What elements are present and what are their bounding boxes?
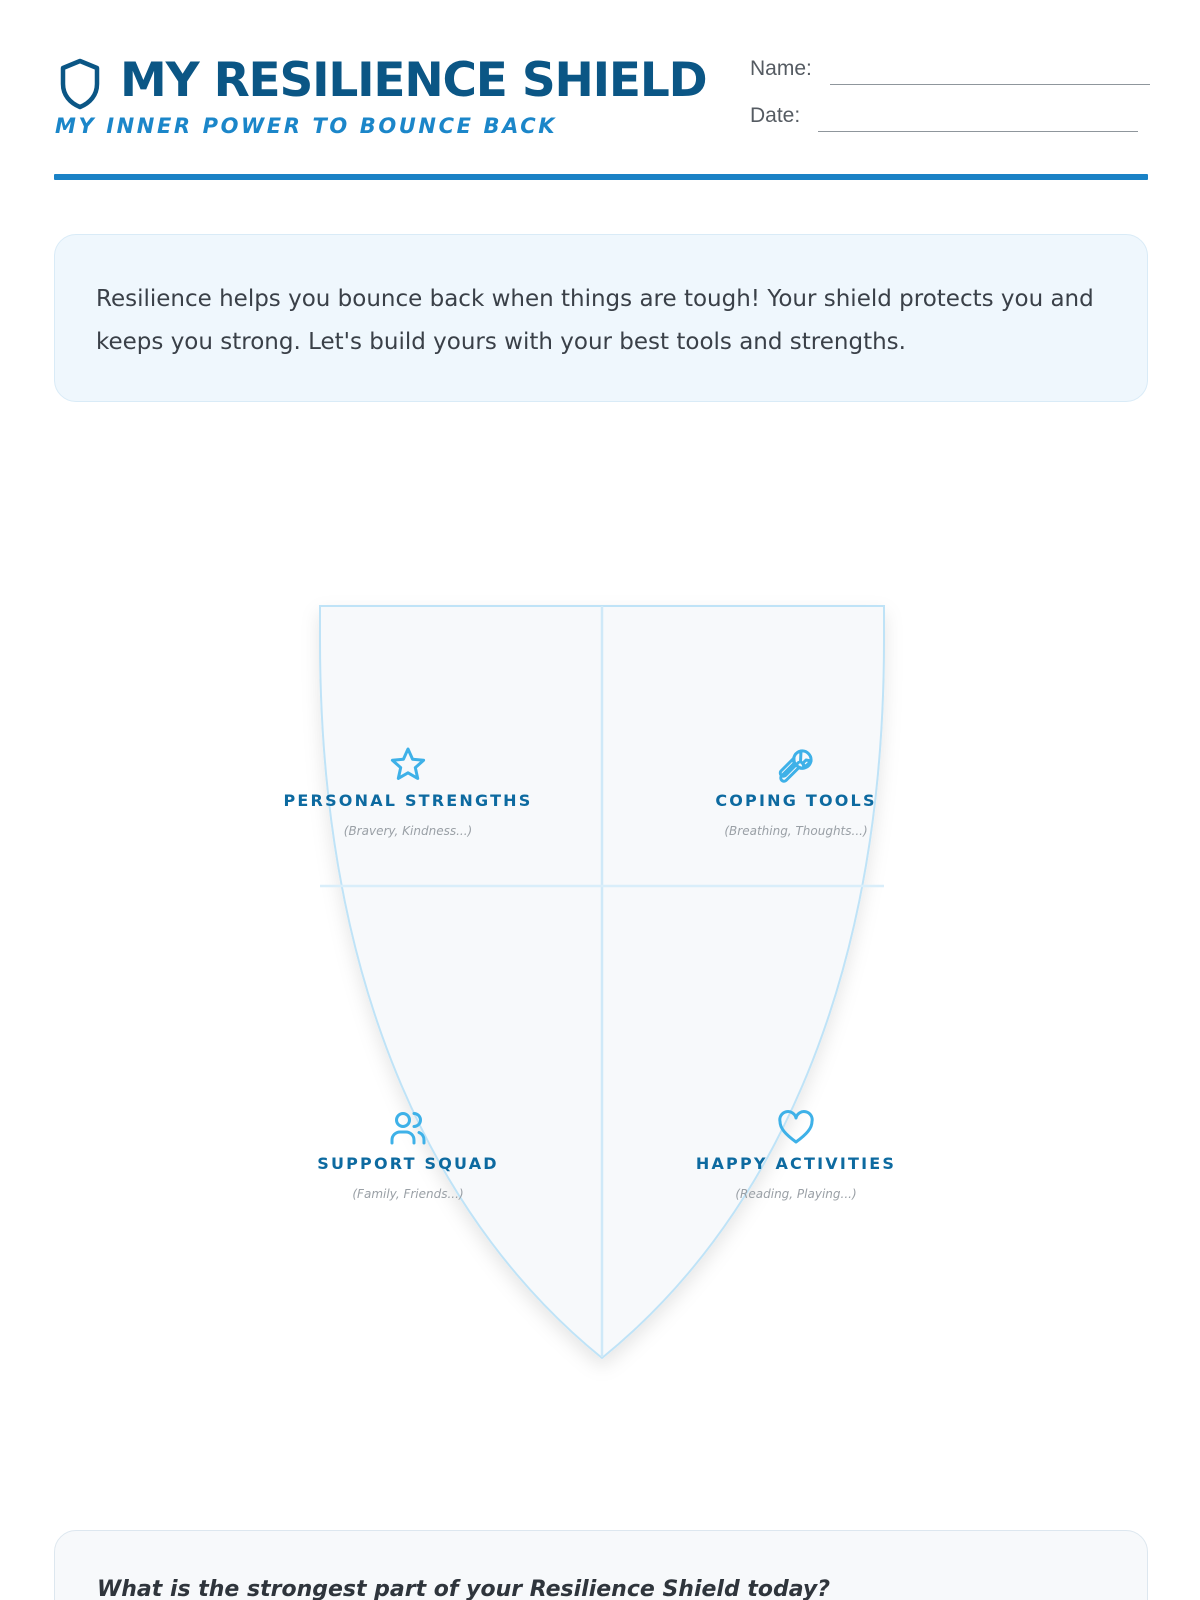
page-title: MY RESILIENCE SHIELD (120, 53, 708, 108)
shield-icon (60, 58, 100, 110)
name-field[interactable] (830, 84, 1150, 85)
header-divider (54, 174, 1148, 180)
quadrant-title: PERSONAL STRENGTHS (283, 791, 533, 810)
quadrant-personal-strengths[interactable]: PERSONAL STRENGTHS (Bravery, Kindness...… (258, 745, 558, 838)
quadrant-coping-tools[interactable]: COPING TOOLS (Breathing, Thoughts...) (646, 745, 946, 838)
quadrant-support-squad[interactable]: SUPPORT SQUAD (Family, Friends...) (258, 1108, 558, 1201)
reflection-box[interactable]: What is the strongest part of your Resil… (54, 1530, 1148, 1600)
heart-icon (778, 1110, 814, 1144)
quadrant-hint: (Bravery, Kindness...) (343, 824, 473, 838)
quadrant-hint: (Family, Friends...) (352, 1187, 464, 1201)
quadrant-title: COPING TOOLS (715, 791, 877, 810)
quadrant-title: SUPPORT SQUAD (317, 1154, 499, 1173)
intro-box: Resilience helps you bounce back when th… (54, 234, 1148, 402)
quadrant-hint: (Reading, Playing...) (735, 1187, 857, 1201)
star-icon (390, 747, 426, 780)
wrench-icon (778, 749, 813, 783)
date-field[interactable] (818, 131, 1138, 132)
page-subtitle: MY INNER POWER TO BOUNCE BACK (55, 114, 558, 138)
quadrant-title: HAPPY ACTIVITIES (695, 1154, 897, 1173)
users-icon (390, 1112, 426, 1145)
reflection-question: What is the strongest part of your Resil… (97, 1577, 831, 1600)
date-label: Date: (750, 104, 801, 127)
quadrant-hint: (Breathing, Thoughts...) (724, 824, 868, 838)
name-label: Name: (750, 57, 812, 80)
intro-text: Resilience helps you bounce back when th… (96, 286, 1094, 355)
quadrant-happy-activities[interactable]: HAPPY ACTIVITIES (Reading, Playing...) (646, 1108, 946, 1201)
